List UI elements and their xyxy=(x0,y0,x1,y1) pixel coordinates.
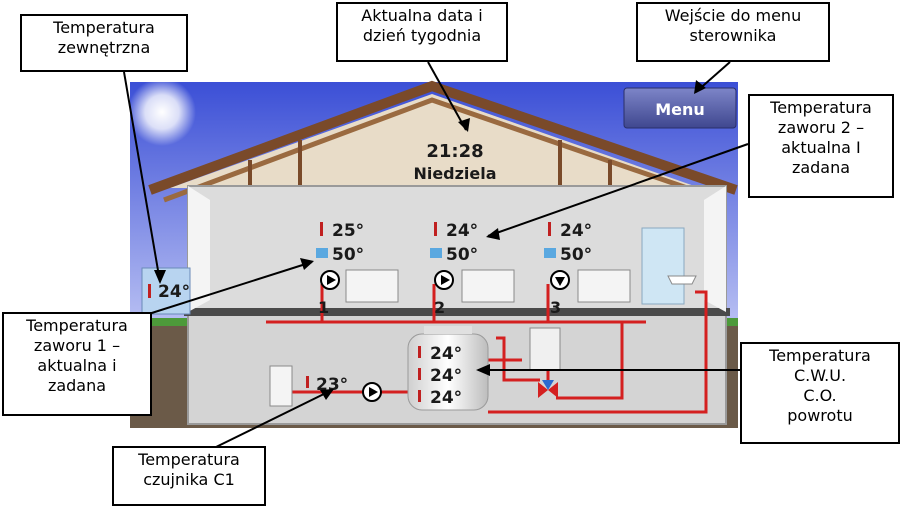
valve-icon xyxy=(430,248,442,258)
boiler-icon xyxy=(529,327,561,371)
callout-sensor-c1: Temperatura czujnika C1 xyxy=(112,446,266,506)
floor-slab xyxy=(184,308,730,316)
room-temp: 24° xyxy=(446,221,478,241)
thermometer-icon xyxy=(548,222,551,236)
room-number: 3 xyxy=(550,298,561,317)
valve-temp: 50° xyxy=(560,245,592,265)
heat-source-icon xyxy=(269,365,293,407)
callout-arrows xyxy=(123,61,749,449)
house-wall-upper xyxy=(187,185,727,313)
three-way-valve-icon xyxy=(538,382,548,398)
room-temp: 25° xyxy=(332,221,364,241)
menu-button-label: Menu xyxy=(655,100,705,119)
valve-icon xyxy=(316,248,328,258)
thermometer-icon xyxy=(434,222,437,236)
callout-outside-temperature: Temperatura zewnętrzna xyxy=(20,14,188,72)
c1-temp: 23° xyxy=(316,375,348,395)
radiator-icon xyxy=(461,269,515,303)
room-number: 2 xyxy=(434,298,445,317)
valve-temp: 50° xyxy=(332,245,364,265)
thermometer-icon xyxy=(418,346,421,358)
tank-temp-return: 24° xyxy=(430,388,462,408)
tank-temp-cwu: 24° xyxy=(430,344,462,364)
dhw-tank: 24° 24° 24° xyxy=(407,326,489,411)
outside-sensor: 24° xyxy=(141,267,191,315)
day-of-week: Niedziela xyxy=(413,164,496,183)
thermometer-icon xyxy=(306,376,309,388)
sun-icon xyxy=(128,78,196,146)
shower-cabin-icon xyxy=(641,227,685,305)
thermometer-icon xyxy=(418,368,421,380)
thermometer-icon xyxy=(418,390,421,402)
radiator-icon xyxy=(345,269,399,303)
arrow-heads xyxy=(154,80,706,400)
room-1: 25° 50° 1 xyxy=(316,221,399,317)
room-2: 24° 50° 2 xyxy=(430,221,515,317)
callout-valve-1: Temperatura zaworu 1 – aktualna i zadana xyxy=(2,312,152,416)
room-3: 24° 50° 3 xyxy=(544,221,631,317)
thermometer-icon xyxy=(320,222,323,236)
outside-temp: 24° xyxy=(158,282,190,302)
clock-time: 21:28 xyxy=(426,141,483,162)
callout-date-day: Aktualna data i dzień tygodnia xyxy=(336,2,508,62)
menu-button[interactable]: Menu xyxy=(623,87,737,129)
tank-temp-co: 24° xyxy=(430,366,462,386)
valve-temp: 50° xyxy=(446,245,478,265)
thermometer-icon xyxy=(148,284,151,298)
room-number: 1 xyxy=(318,298,329,317)
callout-menu-entry: Wejście do menu sterownika xyxy=(636,2,830,62)
callout-cwu-co-return: Temperatura C.W.U. C.O. powrotu xyxy=(740,342,900,444)
room-temp: 24° xyxy=(560,221,592,241)
pipes xyxy=(266,284,708,414)
valve-icon xyxy=(544,248,556,258)
radiator-icon xyxy=(577,269,631,303)
callout-valve-2: Temperatura zaworu 2 – aktualna I zadana xyxy=(748,94,894,198)
sink-icon xyxy=(667,275,697,285)
roof xyxy=(148,80,738,203)
